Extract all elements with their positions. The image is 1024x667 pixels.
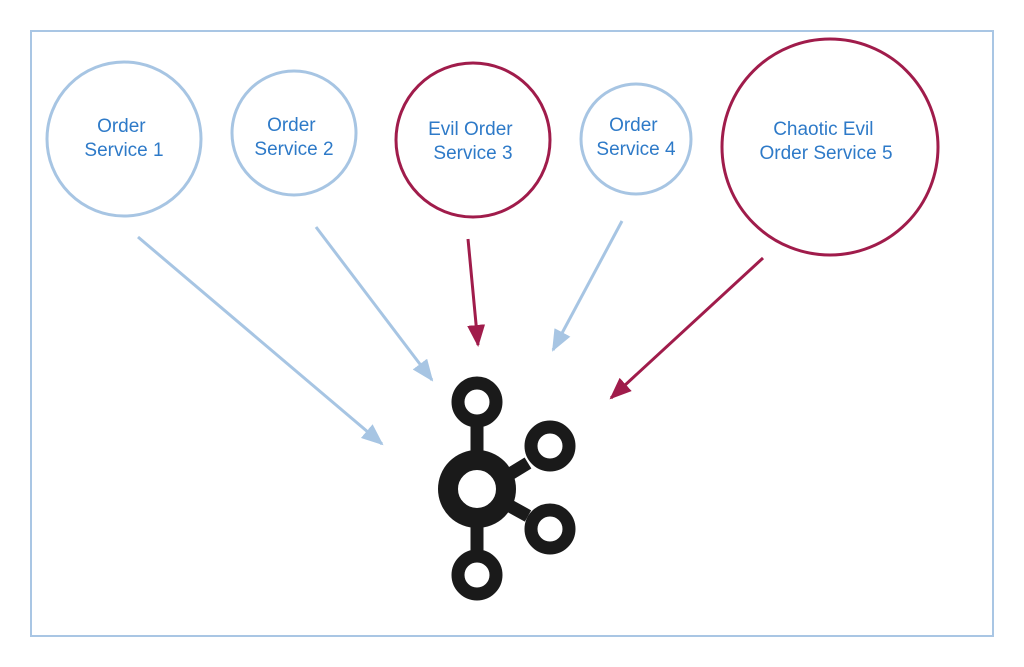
service-label: Evil Order Service 3 bbox=[428, 119, 518, 164]
hub-bottom-node bbox=[451, 549, 503, 601]
service-label: Order Service 1 bbox=[84, 116, 163, 161]
service-label-line-2: Service 3 bbox=[433, 143, 512, 164]
service-circle bbox=[394, 61, 552, 219]
hub-upper-right-node bbox=[524, 420, 576, 472]
service-circle bbox=[230, 69, 358, 197]
hub-connector-upper-right bbox=[506, 457, 532, 480]
kafka-logo-icon bbox=[438, 376, 576, 601]
hub-connector-lower-right bbox=[506, 500, 532, 522]
service-node-chaotic-evil-order-service-5: Chaotic Evil Order Service 5 bbox=[720, 37, 940, 257]
service-node-order-service-2: Order Service 2 bbox=[230, 69, 358, 197]
service-label-line-1: Order bbox=[267, 115, 316, 136]
service-label-line-2: Service 4 bbox=[596, 139, 676, 160]
arrow-evil-order-service-3 bbox=[466, 238, 486, 347]
arrow-order-service-2 bbox=[314, 226, 434, 382]
service-label-line-2: Service 1 bbox=[84, 140, 163, 161]
service-node-evil-order-service-3: Evil Order Service 3 bbox=[394, 61, 552, 219]
arrows bbox=[137, 220, 765, 446]
service-label: Order Service 2 bbox=[254, 115, 333, 160]
service-circle bbox=[720, 37, 940, 257]
service-label: Chaotic Evil Order Service 5 bbox=[759, 119, 892, 164]
service-label-line-1: Order bbox=[609, 115, 658, 136]
service-label-line-2: Order Service 5 bbox=[759, 143, 892, 164]
service-circle bbox=[579, 82, 693, 196]
hub-center-node bbox=[438, 450, 516, 528]
arrow-order-service-4 bbox=[551, 220, 624, 352]
service-node-order-service-4: Order Service 4 bbox=[579, 82, 693, 196]
service-label-line-2: Service 2 bbox=[254, 139, 333, 160]
arrow-order-service-1 bbox=[137, 235, 384, 446]
arrow-chaotic-evil-order-service-5 bbox=[609, 256, 765, 400]
service-node-order-service-1: Order Service 1 bbox=[45, 60, 203, 218]
service-label-line-1: Chaotic Evil bbox=[773, 119, 873, 140]
hub-lower-right-node bbox=[524, 503, 576, 555]
service-circle bbox=[45, 60, 203, 218]
service-label: Order Service 4 bbox=[596, 115, 676, 160]
service-label-line-1: Order bbox=[97, 116, 146, 137]
service-label-line-1: Evil Order bbox=[428, 119, 513, 140]
hub-top-node bbox=[451, 376, 503, 428]
